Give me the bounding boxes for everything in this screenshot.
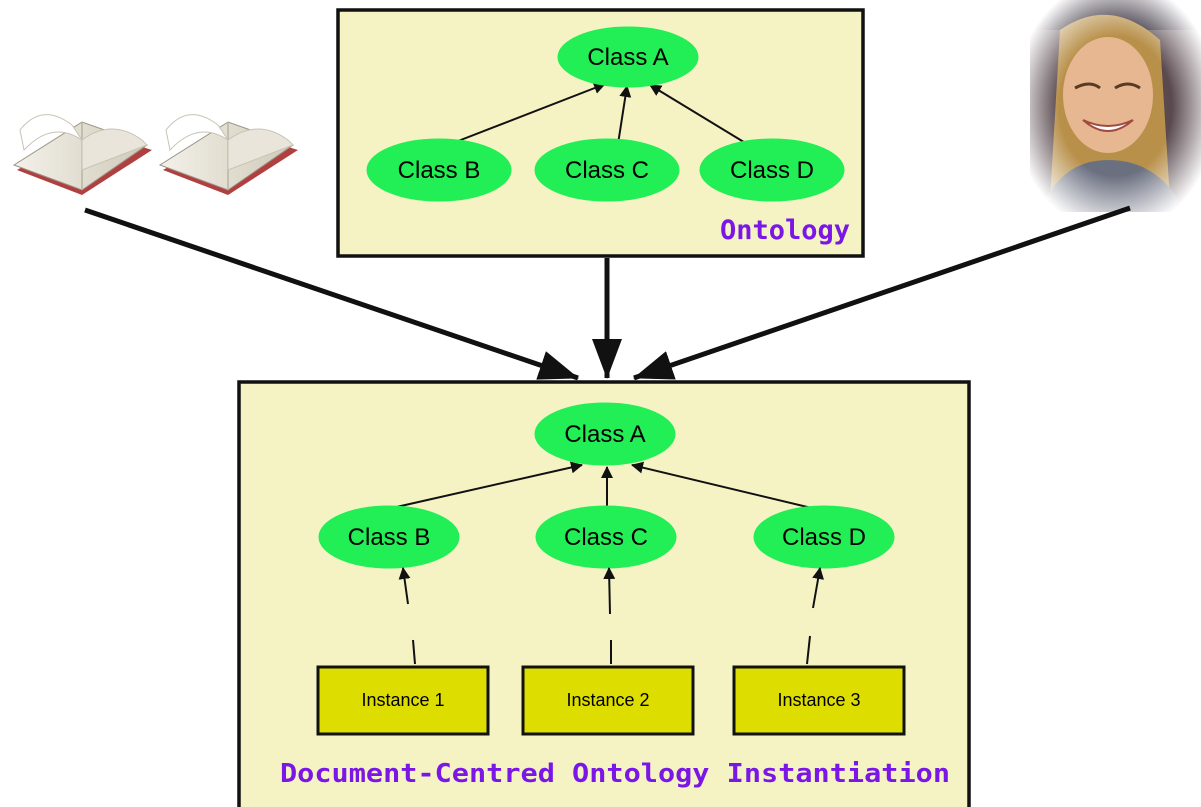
class-node-a: Class A bbox=[534, 402, 676, 466]
arrow-user-to-instantiation bbox=[633, 205, 1131, 381]
instantiation-caption: Document-Centred Ontology Instantiation bbox=[280, 759, 950, 789]
instance-node-1: Instance 1 bbox=[316, 665, 490, 736]
instance-edge-1 bbox=[398, 567, 416, 665]
class-label: Class B bbox=[348, 524, 431, 551]
class-node-c: Class C bbox=[535, 505, 677, 569]
edge-d-to-a bbox=[649, 84, 753, 148]
class-label: Class D bbox=[782, 524, 866, 551]
instance-node-3: Instance 3 bbox=[732, 665, 906, 736]
class-node-d: Class D bbox=[753, 505, 895, 569]
class-label: Class A bbox=[564, 421, 645, 448]
book-icon bbox=[12, 114, 152, 195]
class-label: Class B bbox=[398, 157, 481, 184]
edge-b-to-a bbox=[452, 82, 606, 144]
instance-label: Instance 3 bbox=[777, 690, 860, 710]
instance-edge-2 bbox=[603, 567, 616, 664]
class-label: Class C bbox=[565, 157, 649, 184]
instance-node-2: Instance 2 bbox=[521, 665, 695, 736]
class-node-a: Class A bbox=[557, 26, 699, 88]
class-label: Class A bbox=[587, 44, 668, 71]
document-books bbox=[12, 114, 298, 195]
class-label: Class D bbox=[730, 157, 814, 184]
edge-d-to-a bbox=[631, 461, 821, 511]
ontology-panel: Class A Class B Class C Class D Ontology bbox=[336, 8, 865, 258]
class-node-b: Class B bbox=[318, 505, 460, 569]
instance-edge-3 bbox=[806, 567, 825, 665]
arrow-documents-to-instantiation bbox=[84, 207, 579, 381]
class-node-d: Class D bbox=[699, 138, 845, 202]
book-icon bbox=[158, 114, 298, 195]
edge-b-to-a bbox=[391, 461, 583, 509]
class-label: Class C bbox=[564, 524, 648, 551]
class-node-c: Class C bbox=[534, 138, 680, 202]
person-photo bbox=[1030, 0, 1201, 212]
class-node-b: Class B bbox=[366, 138, 512, 202]
instantiation-panel: Class A Class B Class C Class D bbox=[237, 380, 971, 807]
ontology-caption: Ontology bbox=[720, 215, 850, 246]
edge-c-to-a bbox=[617, 85, 632, 145]
input-arrows bbox=[84, 205, 1131, 381]
instance-label: Instance 2 bbox=[566, 690, 649, 710]
instance-label: Instance 1 bbox=[361, 690, 444, 710]
